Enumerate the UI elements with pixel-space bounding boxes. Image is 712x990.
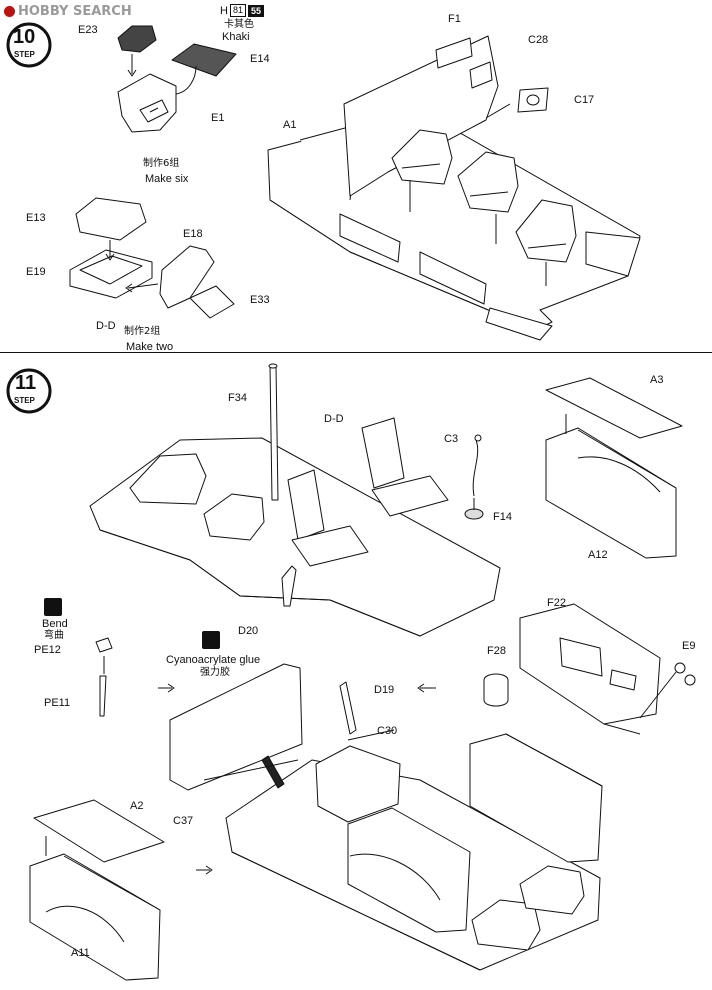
label-c30: C30 <box>377 725 398 737</box>
label-e13: E13 <box>26 212 46 224</box>
step11-f22-panel <box>483 603 696 735</box>
label-a3: A3 <box>650 374 664 386</box>
part-e19-base <box>69 249 153 299</box>
label-e14: E14 <box>250 53 270 65</box>
step11-upper-chassis <box>89 363 501 637</box>
step10-chassis <box>267 35 641 341</box>
part-e23-cushion <box>117 25 157 53</box>
step11-number: 11 <box>15 372 37 394</box>
bend-en: Bend <box>42 618 68 630</box>
step11-badge-icon <box>6 368 52 414</box>
label-d19: D19 <box>374 684 395 696</box>
label-c17: C17 <box>574 94 595 106</box>
label-e18: E18 <box>183 228 203 240</box>
part-e18-back <box>159 245 215 309</box>
label-e19: E19 <box>26 266 46 278</box>
label-f28: F28 <box>487 645 506 657</box>
paint-letter: H <box>220 4 228 17</box>
label-f1: F1 <box>448 13 461 25</box>
step11-a2-a11 <box>29 799 165 981</box>
label-a12: A12 <box>588 549 608 561</box>
label-dd-step10: D-D <box>96 320 116 332</box>
paint-reference: H 81 55 <box>220 4 264 17</box>
color-en: Khaki <box>222 31 250 43</box>
make-six-en: Make six <box>145 173 189 185</box>
label-a1: A1 <box>283 119 297 131</box>
label-f14: F14 <box>493 511 512 523</box>
label-f34: F34 <box>228 392 247 404</box>
label-f22: F22 <box>547 597 566 609</box>
label-pe11: PE11 <box>44 697 71 709</box>
label-e1: E1 <box>211 112 225 124</box>
step11-word: STEP <box>14 396 35 405</box>
label-dd-step11: D-D <box>324 413 344 425</box>
bend-cn: 弯曲 <box>44 630 64 641</box>
glue-en: Cyanoacrylate glue <box>166 654 261 666</box>
step-divider <box>0 352 712 353</box>
paint-code-2: 55 <box>247 4 264 17</box>
watermark: HOBBY SEARCH <box>4 4 132 19</box>
part-e14-pad <box>171 43 237 77</box>
color-cn: 卡其色 <box>224 19 254 30</box>
step11-fender-box <box>545 377 683 559</box>
label-d20: D20 <box>238 625 259 637</box>
label-e33: E33 <box>250 294 270 306</box>
label-a11: A11 <box>71 947 90 959</box>
label-c3: C3 <box>444 433 459 445</box>
make-six-cn: 制作6组 <box>143 158 180 169</box>
part-e13-cushion <box>75 197 147 241</box>
bend-icon <box>44 598 62 616</box>
part-e33-panel <box>189 285 235 319</box>
glue-bottle-icon <box>202 631 220 649</box>
part-pe11 <box>99 675 107 717</box>
glue-cn: 强力胶 <box>200 667 230 678</box>
watermark-text: HOBBY SEARCH <box>18 4 132 19</box>
label-e23: E23 <box>78 24 98 36</box>
brand-logo-icon <box>4 6 15 17</box>
part-e1-seat <box>117 73 177 133</box>
paint-code-1: 81 <box>229 4 246 17</box>
step10-number: 10 <box>13 26 36 48</box>
step11-lower-chassis <box>169 663 603 971</box>
label-c37: C37 <box>173 815 194 827</box>
label-a2: A2 <box>130 800 144 812</box>
label-pe12: PE12 <box>34 644 61 656</box>
make-two-cn: 制作2组 <box>124 326 161 337</box>
step10-word: STEP <box>14 50 35 59</box>
label-e9: E9 <box>682 640 696 652</box>
label-c28: C28 <box>528 34 549 46</box>
make-two-en: Make two <box>126 341 174 353</box>
part-pe12 <box>95 637 113 653</box>
step10-badge-icon <box>6 22 52 68</box>
